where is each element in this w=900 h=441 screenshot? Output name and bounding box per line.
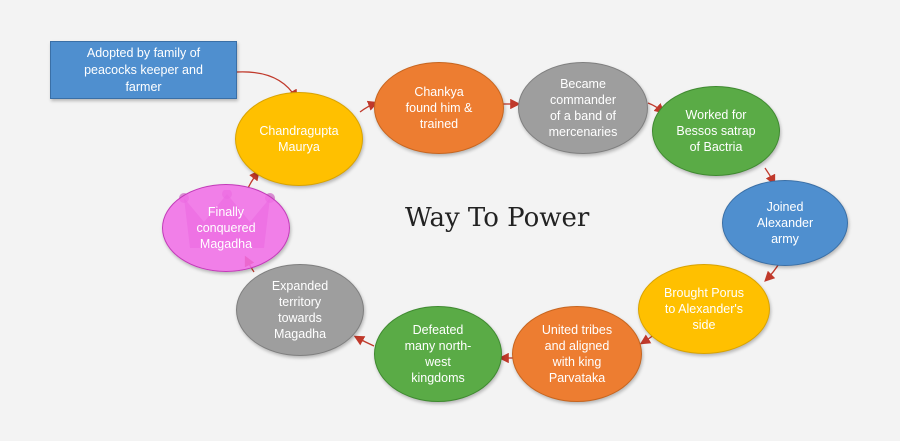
step-alexander: Joined Alexander army: [722, 180, 848, 266]
step-tribes: United tribes and aligned with king Parv…: [512, 306, 642, 402]
start-box: Adopted by family of peacocks keeper and…: [50, 41, 237, 99]
step-porus: Brought Porus to Alexander's side: [638, 264, 770, 354]
arrow-kingdoms-to-territory: [353, 335, 375, 347]
step-magadha-territory: Expanded territory towards Magadha: [236, 264, 364, 356]
step-kingdoms: Defeated many north- west kingdoms: [374, 306, 502, 402]
step-chandragupta: Chandragupta Maurya: [235, 92, 363, 186]
step-commander: Became commander of a band of mercenarie…: [518, 62, 648, 154]
step-magadha: Finally conquered Magadha: [162, 184, 290, 272]
step-chankya: Chankya found him & trained: [374, 62, 504, 154]
diagram-title: Way To Power: [405, 203, 590, 233]
step-bessos: Worked for Bessos satrap of Bactria: [652, 86, 780, 176]
